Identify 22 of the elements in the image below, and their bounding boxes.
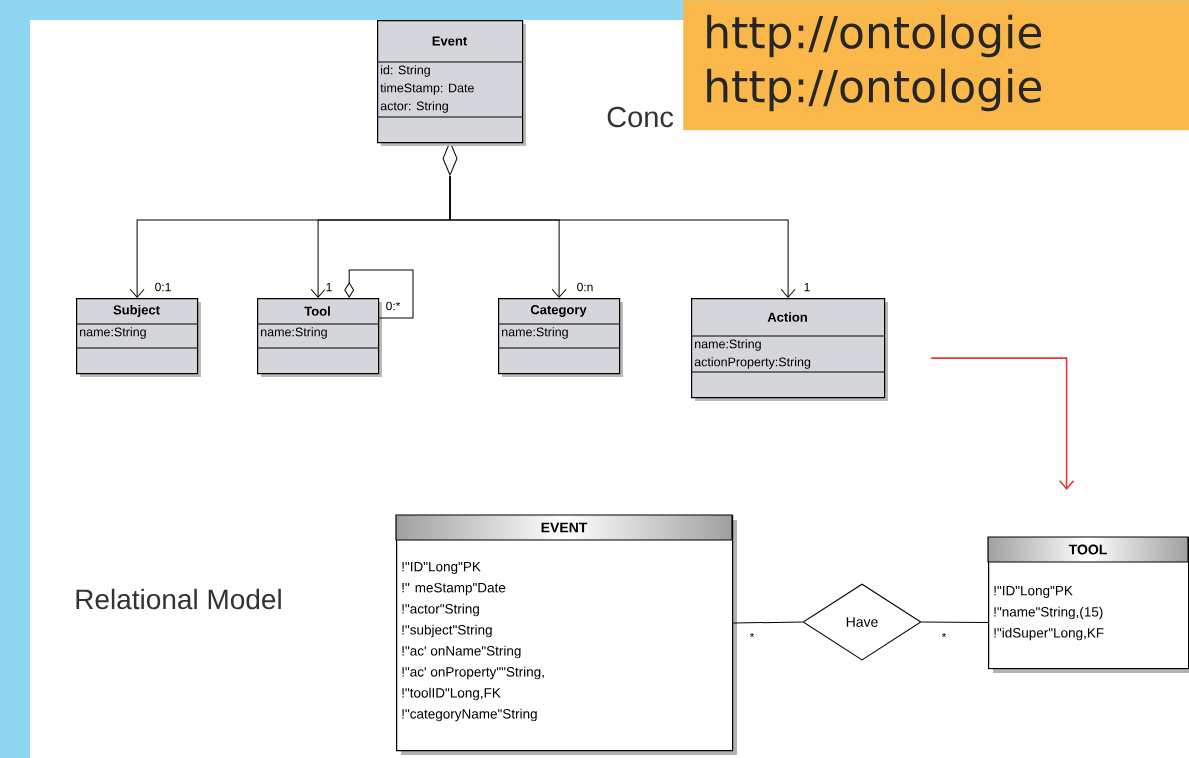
class-box: Subject name:String [75, 298, 201, 377]
connector [921, 621, 989, 624]
multiplicity-label: * [748, 631, 756, 643]
section-heading: Conc [607, 106, 674, 128]
connector [732, 621, 803, 624]
multiplicity-label: 0:* [384, 300, 402, 312]
connector [930, 357, 1075, 490]
url-note: http://ontologie http://ontologie [683, 0, 1189, 131]
section-heading: Relational Model [76, 588, 281, 610]
class-box: Action name:String actionProperty:String [690, 298, 888, 401]
multiplicity-label: 1 [802, 281, 812, 293]
class-box: Event id: String timeStamp: Date actor: String [376, 20, 526, 146]
multiplicity-label: * [940, 631, 948, 643]
class-box: Category name:String [497, 298, 623, 377]
multiplicity-label: 1 [324, 281, 334, 293]
multiplicity-label: 0:1 [153, 281, 173, 293]
connector [449, 175, 796, 298]
connector [344, 269, 414, 319]
multiplicity-label: 0:n [575, 281, 595, 293]
class-box: Tool name:String [256, 298, 382, 377]
table-box: EVENT !"ID"Long"PK !" meStamp"Date !"actor"String !"subject"String !"ac' onName"String !"ac' onProperty""String, !"toolID"Long,FK !"categoryName"String [395, 514, 737, 755]
table-box: TOOL !"ID"Long"PK !"name"String,(15) !"idSuper"Long,KF [987, 536, 1189, 673]
